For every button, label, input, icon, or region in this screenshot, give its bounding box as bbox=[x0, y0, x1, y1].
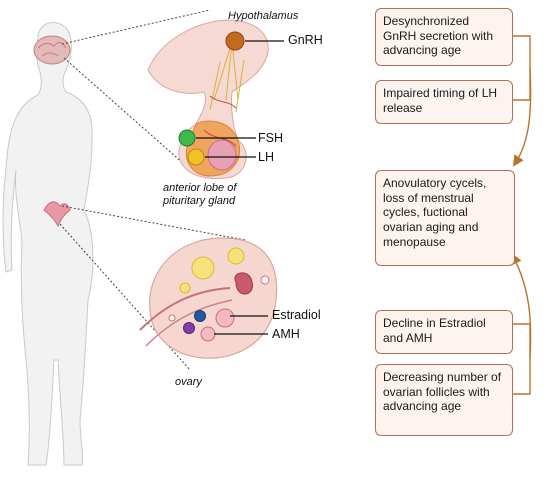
fsh-label: FSH bbox=[258, 131, 283, 145]
box-anovulatory-cycles: Anovulatory cycels, loss of menstrual cy… bbox=[375, 170, 515, 266]
box-decreasing-follicles: Decreasing number of ovarian follicles w… bbox=[375, 364, 513, 436]
box-impaired-lh-timing: Impaired timing of LH release bbox=[375, 80, 513, 124]
hypothalamus-label: Hypothalamus bbox=[228, 10, 299, 22]
brain-icon bbox=[33, 35, 71, 65]
pituitary-illustration bbox=[147, 19, 269, 179]
gnrh-label: GnRH bbox=[288, 33, 323, 47]
ovary-label: ovary bbox=[175, 376, 202, 388]
flow-arrows bbox=[511, 35, 532, 395]
connector-lines bbox=[59, 9, 246, 371]
amh-label: AMH bbox=[272, 327, 300, 341]
lh-label: LH bbox=[258, 150, 274, 164]
pituitary-label: anterior lobe of pituritary gland bbox=[163, 182, 237, 207]
amh-icon bbox=[183, 322, 195, 334]
fsh-icon bbox=[178, 129, 196, 147]
estradiol-icon bbox=[194, 310, 206, 322]
box-desynchronized-gnrh: Desynchronized GnRH secretion with advan… bbox=[375, 8, 513, 66]
gnrh-icon bbox=[225, 31, 245, 51]
box-decline-estradiol-amh: Decline in Estradiol and AMH bbox=[375, 310, 513, 354]
body-uterus-icon bbox=[43, 201, 71, 228]
human-body-figure bbox=[2, 22, 94, 466]
ovary-illustration bbox=[139, 237, 278, 359]
estradiol-label: Estradiol bbox=[272, 308, 321, 322]
lh-icon bbox=[187, 148, 205, 166]
